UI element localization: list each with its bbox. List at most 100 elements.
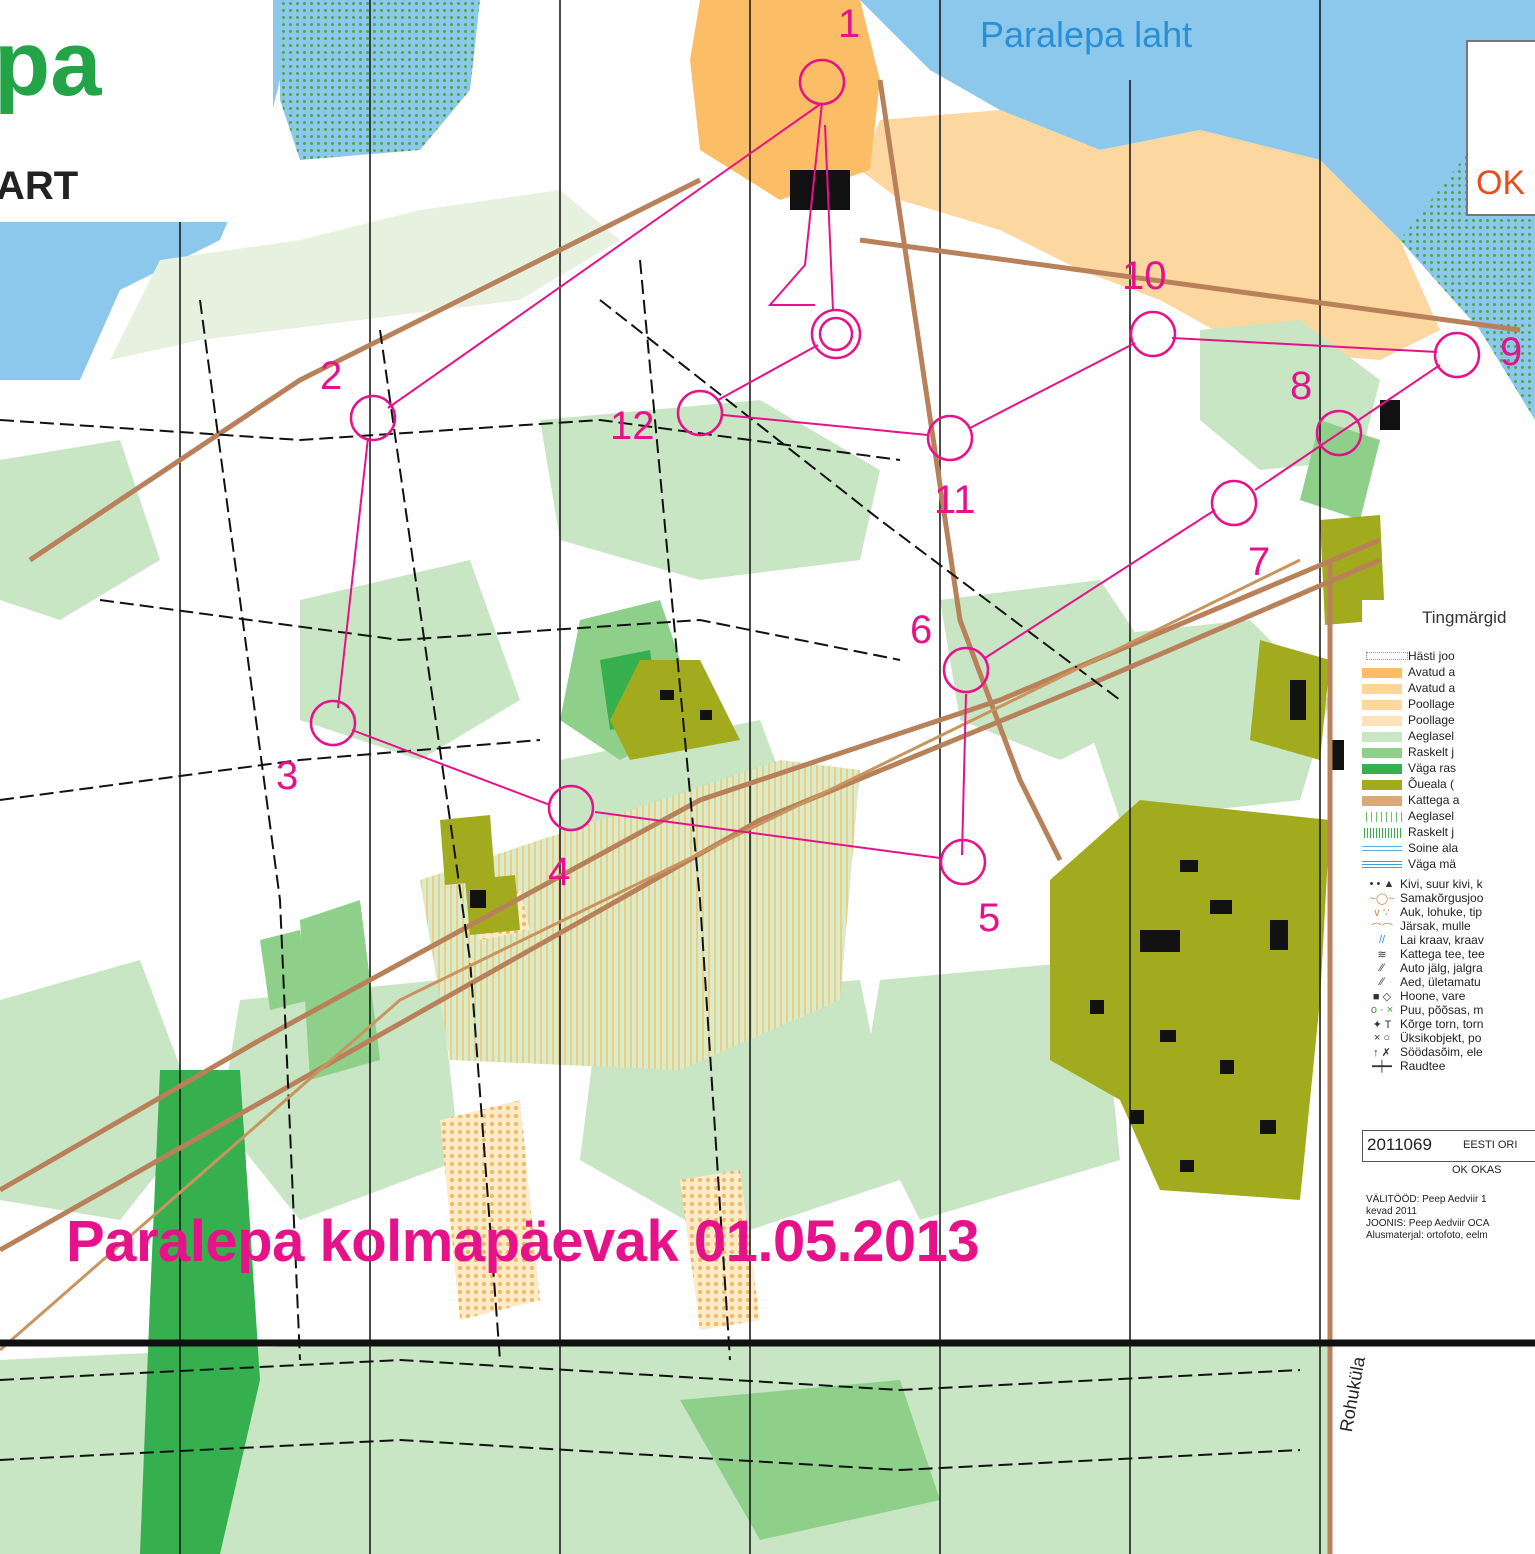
legend-swatch-difficult xyxy=(1362,748,1402,758)
legend-swatch-very-difficult xyxy=(1362,764,1402,774)
control-label-9: 9 xyxy=(1500,330,1523,374)
control-label-3: 3 xyxy=(276,754,299,798)
map-subtitle: ART xyxy=(0,164,79,208)
legend-swatch-runnable xyxy=(1366,652,1408,660)
club-logo: OK xyxy=(1466,40,1535,216)
legend-item: Väga mä xyxy=(1408,857,1457,871)
control-label-4: 4 xyxy=(548,850,571,894)
tracks xyxy=(0,259,1301,1472)
north-lines xyxy=(179,0,1321,1554)
road-icon: ≋ xyxy=(1377,949,1387,961)
legend-title: Tingmärgid xyxy=(1422,608,1507,627)
rough-open-dotted-2 xyxy=(680,1170,760,1330)
legend-swatch-slow-stripes xyxy=(1362,812,1402,822)
finish-outer xyxy=(810,308,862,360)
legend-swatch-difficult-stripes xyxy=(1362,828,1402,838)
control-circle-6 xyxy=(942,646,990,694)
legend-swatch-slow xyxy=(1362,732,1402,742)
building-icon: ■ ◇ xyxy=(1372,991,1392,1003)
legend-item: Õueala ( xyxy=(1408,777,1455,791)
credits-line: JOONIS: Peep Aedviir OCA xyxy=(1366,1218,1490,1229)
legend-item: Avatud a xyxy=(1408,665,1456,679)
pit-icon: v ∵ xyxy=(1374,907,1390,919)
title-card: pa ART xyxy=(0,0,273,222)
control-label-5: 5 xyxy=(978,896,1001,940)
legend-item: Raudtee xyxy=(1400,1059,1446,1073)
tower-icon: ✦ T xyxy=(1372,1019,1392,1031)
contour-icon: ~◯~ xyxy=(1369,893,1395,905)
legend-item: Kattega a xyxy=(1408,793,1460,807)
map-code: 2011069 xyxy=(1367,1135,1432,1154)
legend-item: Auto jälg, jalgra xyxy=(1400,961,1483,975)
control-circle-11 xyxy=(926,414,974,462)
finish-inner xyxy=(818,316,854,352)
control-label-11: 11 xyxy=(934,478,976,522)
legend-swatch-paved xyxy=(1362,796,1402,806)
legend-item: Auk, lohuke, tip xyxy=(1400,905,1483,919)
legend-item: Poollage xyxy=(1408,713,1455,727)
ditch-icon: // xyxy=(1378,934,1386,946)
legend-item: Samakõrgusjoo xyxy=(1400,891,1484,905)
track-icon: ⁄⁄ xyxy=(1380,962,1384,974)
control-circle-8 xyxy=(1315,409,1363,457)
wetland-east xyxy=(1400,150,1535,420)
control-circle-10 xyxy=(1129,310,1177,358)
railway xyxy=(0,558,1301,1352)
map-credits: VÄLITÖÖD: Peep Aedviir 1 kevad 2011 JOON… xyxy=(1366,1194,1489,1242)
club-logo-text: OK xyxy=(1476,164,1526,202)
organization-label: EESTI ORI xyxy=(1463,1139,1518,1151)
control-circle-3 xyxy=(309,699,357,747)
map-title: pa xyxy=(0,13,102,115)
boulder-icon: • • ▲ xyxy=(1369,878,1395,890)
credits-line: VÄLITÖÖD: Peep Aedviir 1 xyxy=(1366,1194,1487,1205)
control-label-8: 8 xyxy=(1290,364,1313,408)
legend-swatch-semi-open xyxy=(1362,700,1402,710)
legend-swatch-settlement xyxy=(1362,780,1402,790)
tree-icon: o · × xyxy=(1370,1004,1394,1016)
map-legend: Tingmärgid Hästi joo Avatud a Avatud a P… xyxy=(1362,600,1535,1320)
bay-label: Paralepa laht xyxy=(980,14,1193,55)
legend-swatch-marsh xyxy=(1362,844,1402,854)
event-title: Paralepa kolmapäevak 01.05.2013 xyxy=(66,1209,980,1274)
control-label-1: 1 xyxy=(838,2,861,46)
control-circles xyxy=(309,58,1481,886)
legend-item: Poollage xyxy=(1408,697,1455,711)
legend-item: Söödasõim, ele xyxy=(1400,1045,1483,1059)
legend-item: Puu, põõsas, m xyxy=(1400,1003,1484,1017)
course-lines xyxy=(337,102,1441,859)
credits-line: kevad 2011 xyxy=(1366,1206,1417,1217)
legend-item: Aed, ületamatu xyxy=(1400,975,1481,989)
legend-item: Soine ala xyxy=(1408,841,1459,855)
fence-icon: ⁄⁄ xyxy=(1380,976,1384,988)
open-land-town xyxy=(690,0,880,200)
legend-swatch-deep-marsh xyxy=(1362,860,1402,870)
legend-item: Raskelt j xyxy=(1408,825,1455,839)
buildings xyxy=(470,170,1400,1172)
legend-item: Üksikobjekt, po xyxy=(1400,1031,1482,1045)
control-circle-4 xyxy=(547,784,595,832)
legend-item: Järsak, mulle xyxy=(1400,919,1471,933)
special-object-icon: × ○ xyxy=(1373,1032,1391,1044)
control-label-7: 7 xyxy=(1248,540,1271,584)
legend-item: Kivi, suur kivi, k xyxy=(1400,877,1483,891)
control-circle-7 xyxy=(1210,479,1258,527)
legend-item: Aeglasel xyxy=(1408,809,1455,823)
legend-item: Aeglasel xyxy=(1408,729,1455,743)
control-label-2: 2 xyxy=(320,354,343,398)
legend-item: Lai kraav, kraav xyxy=(1400,933,1484,947)
legend-item: Raskelt j xyxy=(1408,745,1455,759)
club-name: OK OKAS xyxy=(1452,1164,1502,1176)
control-label-6: 6 xyxy=(910,608,933,652)
feeding-place-icon: ↑ ✗ xyxy=(1373,1047,1391,1059)
legend-item: Hästi joo xyxy=(1408,649,1455,663)
legend-swatch-open xyxy=(1362,668,1402,678)
control-label-10: 10 xyxy=(1122,254,1167,298)
legend-item: Kõrge torn, torn xyxy=(1400,1017,1484,1031)
wetland-shore xyxy=(280,0,480,160)
rough-open-dotted-1 xyxy=(440,1100,540,1320)
control-label-12: 12 xyxy=(610,404,655,448)
legend-swatch-semi-open-dotted xyxy=(1362,716,1402,726)
control-circle-12 xyxy=(676,389,724,437)
legend-swatch-open-rough xyxy=(1362,684,1402,694)
